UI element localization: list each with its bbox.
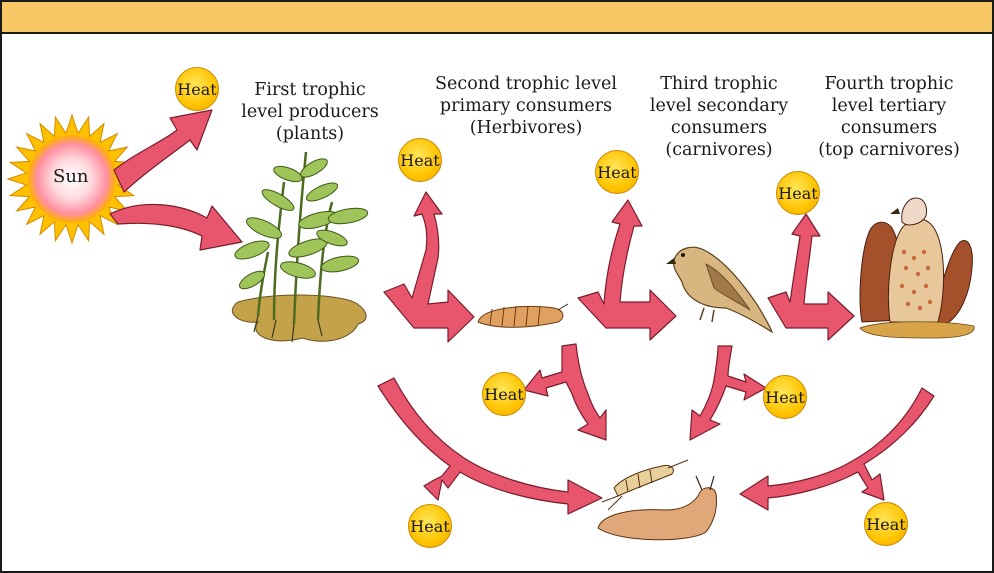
heat-circle-plant: Heat <box>398 138 442 182</box>
sun-icon <box>6 113 138 245</box>
heat-circle-sun: Heat <box>175 67 219 111</box>
heat-circle-secondary-decomp: Heat <box>763 375 807 419</box>
secondary-to-tertiary-arrow <box>767 213 855 341</box>
tertiary-to-decomposer-arrow <box>739 387 935 511</box>
herbivore-to-decomposer-arrow <box>523 343 607 441</box>
heat-circle-herbivore: Heat <box>595 150 639 194</box>
header-band <box>2 2 992 34</box>
second-trophic-label: Second trophic level primary consumers (… <box>435 74 617 138</box>
vulture-icon <box>859 197 975 339</box>
heat-circle-tertiary-decomp: Heat <box>864 502 908 546</box>
sparrow-icon <box>666 246 774 334</box>
plant-icon <box>231 151 369 343</box>
first-trophic-label: First trophic level producers (plants) <box>241 80 379 144</box>
fourth-trophic-label: Fourth trophic level tertiary consumers … <box>818 74 960 160</box>
plant-to-herbivore-arrow <box>383 191 475 343</box>
decomposer-icon <box>597 459 717 541</box>
herbivore-to-secondary-arrow <box>577 199 677 341</box>
heat-circle-plant-decomp: Heat <box>408 504 452 548</box>
sun-to-plant-arrow <box>109 203 243 251</box>
plant-to-decomposer-arrow <box>377 377 603 515</box>
sun-to-heat-arrow <box>113 109 213 193</box>
heat-circle-herbivore-decomp: Heat <box>482 372 526 416</box>
caterpillar-icon <box>477 303 569 328</box>
heat-circle-secondary: Heat <box>776 171 820 215</box>
secondary-to-decomposer-arrow <box>689 345 767 441</box>
third-trophic-label: Third trophic level secondary consumers … <box>649 74 789 160</box>
sun-label: Sun <box>53 166 89 187</box>
